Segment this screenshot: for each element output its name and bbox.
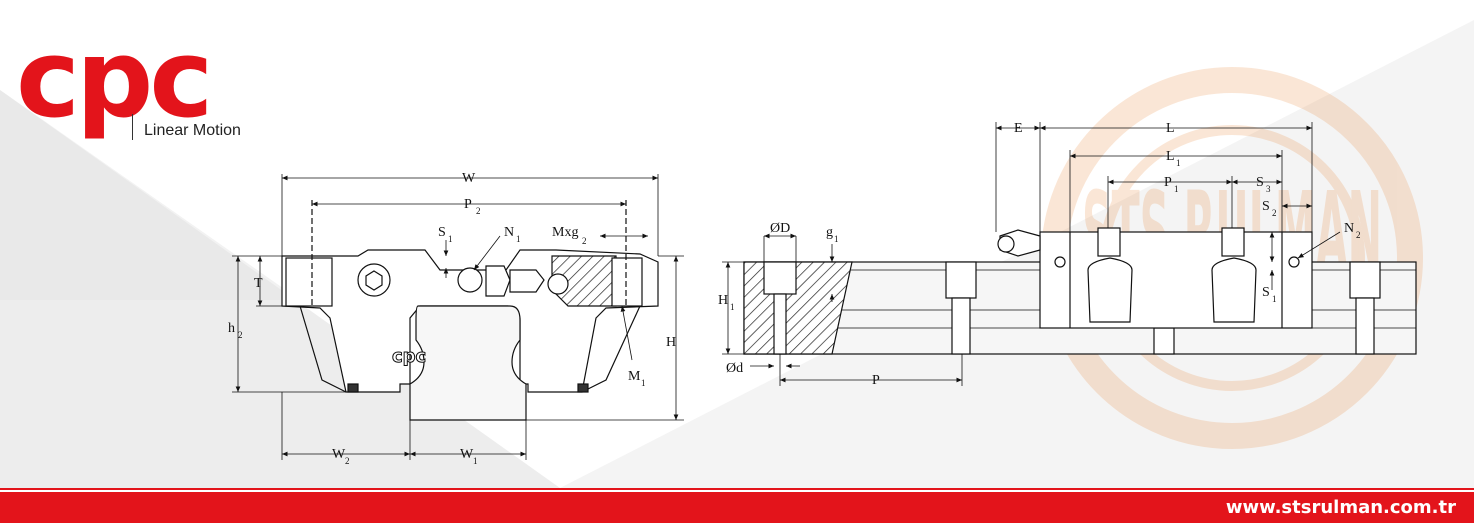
label-P2: P <box>464 197 472 212</box>
grease-nipple <box>457 267 483 293</box>
left-bolt-pocket <box>285 257 333 307</box>
label-W2-sub: 2 <box>345 456 350 466</box>
front-view-labels: W P 2 S 1 N 1 Mxg 2 T h 2 H M 1 W 2 W 1 <box>228 171 676 466</box>
footer-line <box>0 488 1474 490</box>
side-view-labels: E L L 1 P 1 S 3 S 2 N 2 S 1 ØD g 1 H 1 Ø… <box>718 121 1361 388</box>
logo-divider <box>132 114 133 140</box>
label-h2-sub: 2 <box>238 330 243 340</box>
label-L1: L <box>1166 149 1175 164</box>
label-h2: h <box>228 321 235 336</box>
label-g1: g <box>826 225 833 240</box>
label-N2-sub: 2 <box>1356 230 1361 240</box>
label-M1-sub: 1 <box>641 378 646 388</box>
label-E: E <box>1014 121 1023 136</box>
label-S1-side: S <box>1262 285 1270 300</box>
label-OD: ØD <box>770 221 790 236</box>
label-S1-side-sub: 1 <box>1272 294 1277 304</box>
label-T: T <box>254 276 263 291</box>
pocket-1 <box>1087 257 1133 323</box>
label-W2: W <box>332 447 346 462</box>
brand-logo: cpc Linear Motion <box>8 18 298 148</box>
carriage-wing-left <box>299 305 347 393</box>
label-P2-sub: 2 <box>476 206 481 216</box>
label-M1: M <box>628 369 641 384</box>
rail-bolt-1 <box>945 261 977 299</box>
label-H: H <box>666 335 676 350</box>
label-g1-sub: 1 <box>834 234 839 244</box>
rail-profile <box>409 305 527 421</box>
label-N2: N <box>1344 221 1354 236</box>
label-N1-sub: 1 <box>516 234 521 244</box>
label-Mxg2-sub: 2 <box>582 236 587 246</box>
label-W1: W <box>460 447 474 462</box>
label-od: Ød <box>726 361 743 376</box>
label-S2: S <box>1262 199 1270 214</box>
label-P1-sub: 1 <box>1174 184 1179 194</box>
label-L1-sub: 1 <box>1176 158 1181 168</box>
label-S1-sub: 1 <box>448 234 453 244</box>
footer-bar <box>0 492 1474 523</box>
label-L: L <box>1166 121 1175 136</box>
block-logo: cpc <box>392 346 426 367</box>
label-Mxg2: Mxg <box>552 225 578 240</box>
label-N1: N <box>504 225 514 240</box>
label-W1-sub: 1 <box>473 456 478 466</box>
pocket-2 <box>1211 257 1257 323</box>
label-H1-sub: 1 <box>730 302 735 312</box>
label-W: W <box>462 171 476 186</box>
front-view: cpc <box>232 174 684 460</box>
carriage-side <box>1039 231 1313 329</box>
carriage-wing-right <box>581 305 641 393</box>
rail-bolt-2 <box>1349 261 1381 299</box>
right-bolt-pocket <box>611 257 643 307</box>
website-link[interactable]: www.stsrulman.com.tr <box>1225 497 1456 518</box>
label-S3: S <box>1256 175 1264 190</box>
label-S1: S <box>438 225 446 240</box>
label-S3-sub: 3 <box>1266 184 1271 194</box>
logo-text: cpc <box>16 17 213 142</box>
logo-tagline: Linear Motion <box>144 122 241 139</box>
label-H1: H <box>718 293 728 308</box>
side-view <box>722 122 1417 386</box>
label-S2-sub: 2 <box>1272 208 1277 218</box>
label-P1: P <box>1164 175 1172 190</box>
label-P: P <box>872 373 880 388</box>
